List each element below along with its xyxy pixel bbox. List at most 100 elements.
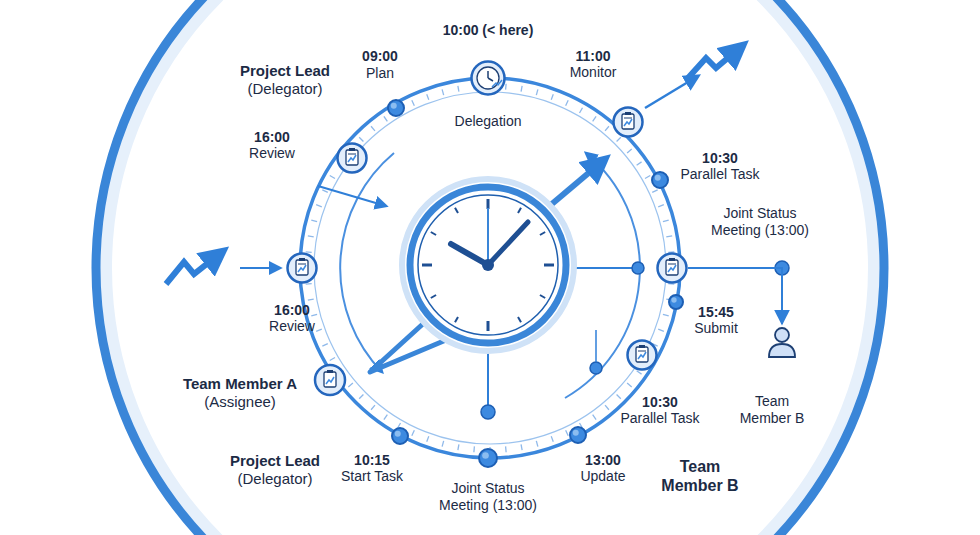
role-label: Team Member B [659,457,741,495]
clock-ticks [422,199,554,331]
tick [473,446,475,452]
clock-tick [540,232,545,235]
tick [645,176,650,179]
clock-face [418,195,558,335]
tick [427,94,429,100]
tick [371,126,375,131]
tick [371,405,375,410]
outer-ring [96,0,884,535]
tick [322,344,327,347]
tick [442,89,444,95]
time-label: 11:00 [575,48,610,65]
person-icon: Team Member B [764,324,800,360]
milestone-label: Joint Status Meeting (13:00) [428,480,548,514]
clipboard-icon: 10:30Parallel Task [626,339,658,371]
timeline-ring [300,78,680,458]
milestone-label: Start Task [341,468,403,485]
clipboard-icon: 16:00Review [336,142,368,174]
clock-tick [431,295,436,298]
clipboard-icon: 16:00Review [286,252,318,284]
clipboard-icon: 11:00Monitor [612,106,644,138]
tick [306,251,312,253]
connector-line [487,345,489,410]
milestone-label: Parallel Task [620,410,699,427]
clipboard-icon [334,140,370,176]
tick [308,299,314,300]
tick [311,314,317,316]
outer-band [105,0,875,535]
milestone-label: Review [269,318,315,335]
tick [566,430,569,435]
tick [580,108,583,113]
time-label: 10:30 [642,394,678,411]
tick [605,126,609,131]
clipboard-icon [315,365,345,395]
clipboard-icon: Joint Status Meeting (13:00) [656,252,688,284]
tick [652,190,657,193]
clock-pin [482,259,494,271]
milestone-label: Review [249,145,295,162]
inner-ring [314,92,666,444]
flow-arrow [240,267,280,269]
junction-dot [632,262,644,274]
tick [536,89,538,95]
tick [551,94,553,100]
clock-tick [455,208,458,213]
tick [658,205,664,207]
tick [359,395,363,399]
milestone-label: Update [580,468,625,485]
tick [566,100,569,105]
milestone-label: Monitor [570,64,617,81]
time-label: 09:00 [362,48,398,65]
minute-hand [488,222,528,265]
junction-dot [481,405,495,419]
clock-tick [518,317,521,322]
tick [505,84,507,90]
hour-hand [451,244,488,265]
tick [316,329,322,331]
tick [617,395,621,399]
time-label: 15:45 [698,304,734,321]
role-label: Project Lead (Delegator) [230,62,340,98]
junction-dot [590,362,602,374]
tick [663,314,669,316]
tick [311,220,317,222]
flow-arrow [645,76,698,108]
tick [458,86,459,92]
milestone-dot [389,425,411,447]
ring-ticks [305,83,675,453]
tick [521,86,522,92]
milestone-dot: 10:15Start Task [391,427,409,445]
tick [442,441,444,447]
tick [384,415,387,420]
milestone-dot [666,292,686,312]
clock-tick [455,317,458,322]
trend-arrow [688,46,742,78]
tick [617,137,621,141]
flow-arc [340,153,394,372]
clock-tick [487,321,490,331]
role-label: Team Member A (Assignee) [175,375,305,411]
person-icon [762,322,802,362]
tick [658,329,664,331]
tick [637,371,642,374]
tick [536,441,538,447]
tick [384,116,387,121]
milestone-dot [476,446,500,470]
clipboard-icon [654,250,690,286]
milestone-dot: Joint Status Meeting (13:00) [478,448,498,468]
clock-icon: 10:00 (< here)Delegation [470,60,506,96]
clock-tick [431,232,436,235]
tick [505,446,507,452]
tick [521,444,522,450]
milestone-label: Plan [366,65,394,82]
tick [663,220,669,222]
tick [427,436,429,442]
tick [316,205,322,207]
time-label: 10:00 (< here) [443,22,534,39]
clipboard-icon [624,337,660,373]
connector-line [595,330,597,362]
second-hand [487,208,489,265]
milestone-label: Submit [694,320,738,337]
tick [330,358,335,361]
